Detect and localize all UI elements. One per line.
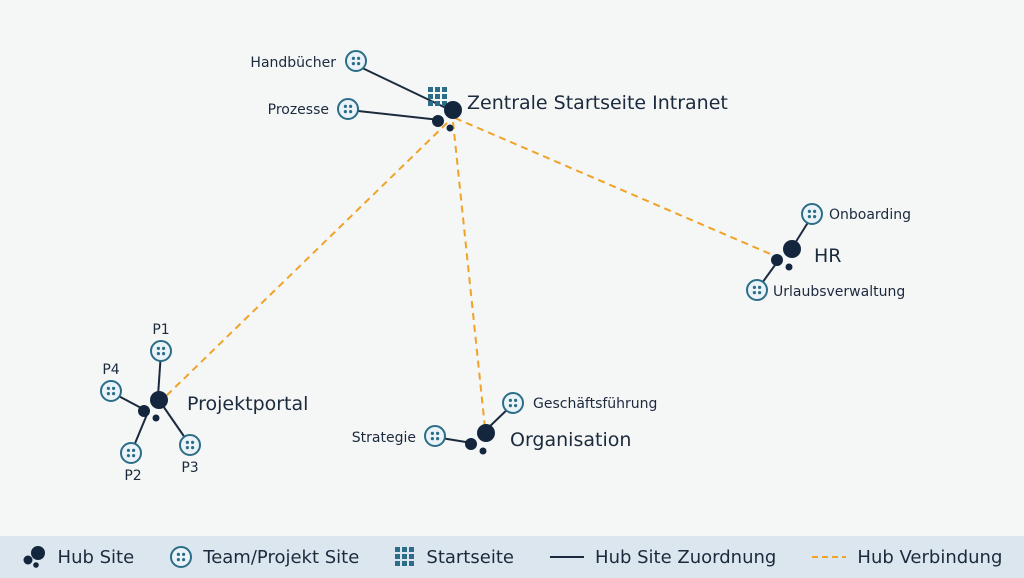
site-p3-label: P3 [181,460,198,476]
legend-startseite: Startseite [394,546,514,568]
dashed-line-icon [812,556,847,558]
hub-projektportal[interactable]: Projektportal [138,391,308,422]
legend-team-site-label: Team/Projekt Site [203,546,360,568]
hub-diagram: Zentrale Startseite Intranet Handbücher … [100,50,911,484]
site-prozesse-label: Prozesse [268,102,329,118]
legend-hub-connection-label: Hub Verbindung [857,546,1003,568]
hub-site-icon [23,546,45,568]
connection-intranet-hr [454,117,776,257]
hub-organisation[interactable]: Organisation [465,424,631,455]
team-site-icon [170,546,193,568]
site-geschaeftsfuehrung-label: Geschäftsführung [533,396,657,412]
legend-hub-site-label: Hub Site [57,546,135,568]
hub-projektportal-label: Projektportal [187,393,308,415]
assignment-handbuecher [355,64,447,109]
site-p1[interactable]: P1 [150,322,172,362]
hub-site-icon [138,391,168,422]
hub-site-icon [465,424,495,455]
hub-organisation-label: Organisation [510,429,631,451]
site-p4-label: P4 [102,362,119,378]
legend-hub-assignment-label: Hub Site Zuordnung [595,546,777,568]
team-site-icon [502,392,524,414]
site-p2-label: P2 [124,468,141,484]
hub-hr-label: HR [814,245,842,267]
site-handbuecher[interactable]: Handbücher [250,50,367,72]
team-site-icon [337,98,359,120]
hub-connections [161,117,776,429]
legend-hub-connection: Hub Verbindung [811,547,1002,568]
site-prozesse[interactable]: Prozesse [268,98,359,120]
site-urlaubsverwaltung-label: Urlaubsverwaltung [773,284,905,300]
site-strategie[interactable]: Strategie [352,425,446,447]
site-urlaubsverwaltung[interactable]: Urlaubsverwaltung [746,279,905,301]
site-p2[interactable]: P2 [120,442,142,484]
team-site-icon [345,50,367,72]
site-strategie-label: Strategie [352,430,416,446]
hub-intranet-label: Zentrale Startseite Intranet [467,92,728,114]
site-geschaeftsfuehrung[interactable]: Geschäftsführung [502,392,657,414]
legend: Hub Site Team/Projekt Site Startseite Hu… [0,536,1024,578]
site-onboarding-label: Onboarding [829,207,911,223]
site-p3[interactable]: P3 [179,434,201,476]
team-site-icon [179,434,201,456]
hub-hr[interactable]: HR [771,240,842,271]
assignment-prozesse [348,109,441,121]
site-handbuecher-label: Handbücher [250,55,336,71]
legend-team-site: Team/Projekt Site [169,545,359,569]
connection-intranet-projektportal [161,122,448,401]
legend-hub-site: Hub Site [22,544,135,570]
site-p4[interactable]: P4 [100,362,122,402]
team-site-icon [100,380,122,402]
hub-intranet[interactable]: Zentrale Startseite Intranet [428,87,728,132]
legend-hub-assignment: Hub Site Zuordnung [549,547,776,568]
team-site-icon [120,442,142,464]
connection-intranet-organisation [452,121,486,429]
team-site-icon [150,340,172,362]
site-p1-label: P1 [152,322,169,338]
team-site-icon [746,279,768,301]
site-onboarding[interactable]: Onboarding [801,203,911,225]
legend-startseite-label: Startseite [426,546,514,568]
grid-icon [428,87,447,106]
team-site-icon [424,425,446,447]
solid-line-icon [550,556,585,558]
team-site-icon [801,203,823,225]
grid-icon [395,547,415,566]
